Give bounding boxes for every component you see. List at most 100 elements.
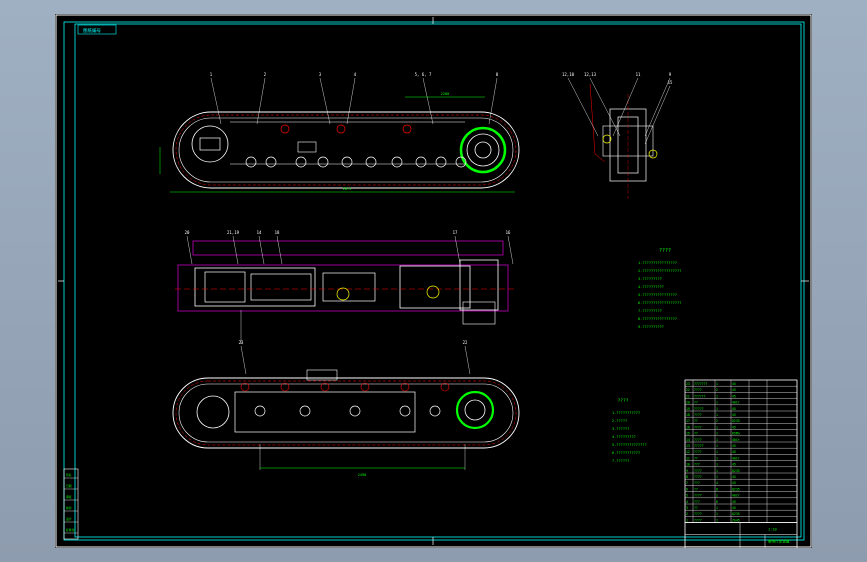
bom-cell-15-2: 1 bbox=[716, 475, 718, 479]
left-rev-4: 设计 bbox=[66, 517, 72, 521]
bottom-roller-0 bbox=[240, 382, 250, 392]
title-tag: 图纸编号 bbox=[83, 27, 101, 34]
bom-cell-20-2: 1 bbox=[716, 506, 718, 510]
notes-line-5: 6.??????????? bbox=[612, 451, 640, 455]
bom-cell-5-3: 45 bbox=[732, 413, 736, 417]
left-rev-3: 校对 bbox=[66, 506, 72, 510]
balloon-mid-4: 16 bbox=[506, 230, 511, 235]
bom-cell-8-0: 15 bbox=[686, 432, 690, 436]
bom-cell-12-1: ?? bbox=[694, 456, 698, 460]
bom-cell-22-2: 1 bbox=[716, 518, 718, 522]
bom-cell-3-3: 40Cr bbox=[732, 401, 740, 405]
bom-cell-11-3: 45 bbox=[732, 450, 736, 454]
bottom-wheel-0 bbox=[254, 405, 266, 417]
balloon-side-2: 11 bbox=[636, 72, 641, 77]
left-rev-2: 审核 bbox=[66, 495, 72, 499]
bom-cell-10-0: 13 bbox=[686, 444, 690, 448]
bom-cell-6-0: 17 bbox=[686, 419, 690, 423]
frame-bottom-body bbox=[234, 391, 416, 433]
bom-cell-7-1: ???? bbox=[694, 425, 702, 429]
bom-cell-5-0: 18 bbox=[686, 413, 690, 417]
plan-right-body bbox=[399, 265, 471, 309]
plan-idler bbox=[204, 271, 246, 303]
bom-cell-1-2: 2 bbox=[716, 388, 718, 392]
dim-span-label: 2200 bbox=[441, 92, 449, 96]
plan-gear bbox=[462, 301, 496, 325]
bom-cell-4-1: ????? bbox=[694, 407, 704, 411]
bottom-roller-4 bbox=[400, 382, 410, 392]
bom-cell-16-0: 7 bbox=[686, 481, 688, 485]
sprocket-bottom bbox=[455, 390, 495, 430]
leader-top-1 bbox=[256, 77, 266, 125]
bom-cell-16-1: ??? bbox=[694, 481, 700, 485]
sprocket-teeth bbox=[459, 126, 507, 174]
leader-mid-6 bbox=[258, 235, 265, 265]
balloon-mid-3: 17 bbox=[453, 230, 458, 235]
side-hatch bbox=[589, 83, 606, 163]
bom-cell-10-1: ????? bbox=[694, 444, 704, 448]
bom-cell-13-1: ??? bbox=[694, 463, 700, 467]
bottom-roller-1 bbox=[280, 382, 290, 392]
sprocket-rim bbox=[466, 133, 500, 167]
bom-cell-4-0: 19 bbox=[686, 407, 690, 411]
bom-cell-20-3: 45 bbox=[732, 506, 736, 510]
balloon-mid-2: 18 bbox=[275, 230, 280, 235]
bom-cell-6-1: ?? bbox=[694, 419, 698, 423]
bom-cell-22-0: 1 bbox=[686, 518, 688, 522]
leader-top-0 bbox=[210, 77, 222, 125]
leader-top-2 bbox=[319, 77, 331, 125]
bom-cell-10-2: 1 bbox=[716, 444, 718, 448]
notes-line-0: 1.??????????? bbox=[612, 411, 640, 415]
title-tag-box bbox=[77, 24, 117, 35]
frame-inner bbox=[74, 23, 802, 538]
bom-table bbox=[684, 379, 798, 523]
notes-line-3: 4.????????? bbox=[612, 435, 636, 439]
track-bottom-inner bbox=[178, 383, 514, 443]
bom-cell-19-1: ??? bbox=[694, 500, 700, 504]
road-wheel-3 bbox=[317, 156, 329, 168]
bom-cell-3-1: ?? bbox=[694, 401, 698, 405]
bom-cell-6-2: 2 bbox=[716, 419, 718, 423]
bom-cell-8-1: ?? bbox=[694, 432, 698, 436]
notes-line-2: 3.?????? bbox=[612, 427, 629, 431]
bom-cell-1-3: 45 bbox=[732, 388, 736, 392]
leader-top-4 bbox=[422, 77, 434, 125]
bottom-wheel-2 bbox=[349, 405, 361, 417]
left-rev-1: 日期 bbox=[66, 484, 72, 488]
balloon-top-4: 5, 6, 7 bbox=[415, 72, 432, 77]
tech-req-line-6: 7.????????? bbox=[638, 309, 662, 313]
bom-cell-9-2: 1 bbox=[716, 438, 718, 442]
bom-cell-0-3: 45 bbox=[732, 382, 736, 386]
road-wheel-0 bbox=[245, 156, 257, 168]
leader-mid-1 bbox=[232, 235, 239, 265]
leader-side-1 bbox=[589, 77, 621, 137]
balloon-side-1: 12,13 bbox=[584, 72, 597, 77]
carrier-roller-0 bbox=[280, 124, 290, 134]
balloon-mid-7: 23 bbox=[239, 340, 244, 345]
balloon-top-0: 1 bbox=[210, 72, 213, 77]
bottom-wheel-1 bbox=[299, 405, 311, 417]
bom-cell-12-2: 1 bbox=[716, 456, 718, 460]
side-bolt-2 bbox=[648, 149, 658, 159]
leader-top-5 bbox=[488, 77, 498, 125]
track-top-inner bbox=[178, 117, 514, 183]
bom-cell-19-3: 45 bbox=[732, 500, 736, 504]
bom-cell-21-3: Q235 bbox=[732, 512, 740, 516]
bom-cell-2-1: ?????? bbox=[694, 394, 706, 398]
bom-cell-19-2: 6 bbox=[716, 500, 718, 504]
leader-mid-7 bbox=[240, 345, 247, 375]
bom-cell-0-1: ??????? bbox=[694, 382, 708, 386]
plan-tensioner bbox=[250, 273, 312, 301]
bom-cell-22-1: ???? bbox=[694, 518, 702, 522]
balloon-top-2: 3 bbox=[319, 72, 322, 77]
balloon-side-0: 12,10 bbox=[562, 72, 575, 77]
leader-side-0 bbox=[567, 77, 599, 137]
bom-cell-17-2: 8 bbox=[716, 487, 718, 491]
balloon-mid-5: 22 bbox=[463, 340, 468, 345]
bottom-label-box bbox=[306, 369, 338, 381]
bom-cell-8-3: 65Mn bbox=[732, 432, 740, 436]
road-wheel-9 bbox=[455, 156, 467, 168]
